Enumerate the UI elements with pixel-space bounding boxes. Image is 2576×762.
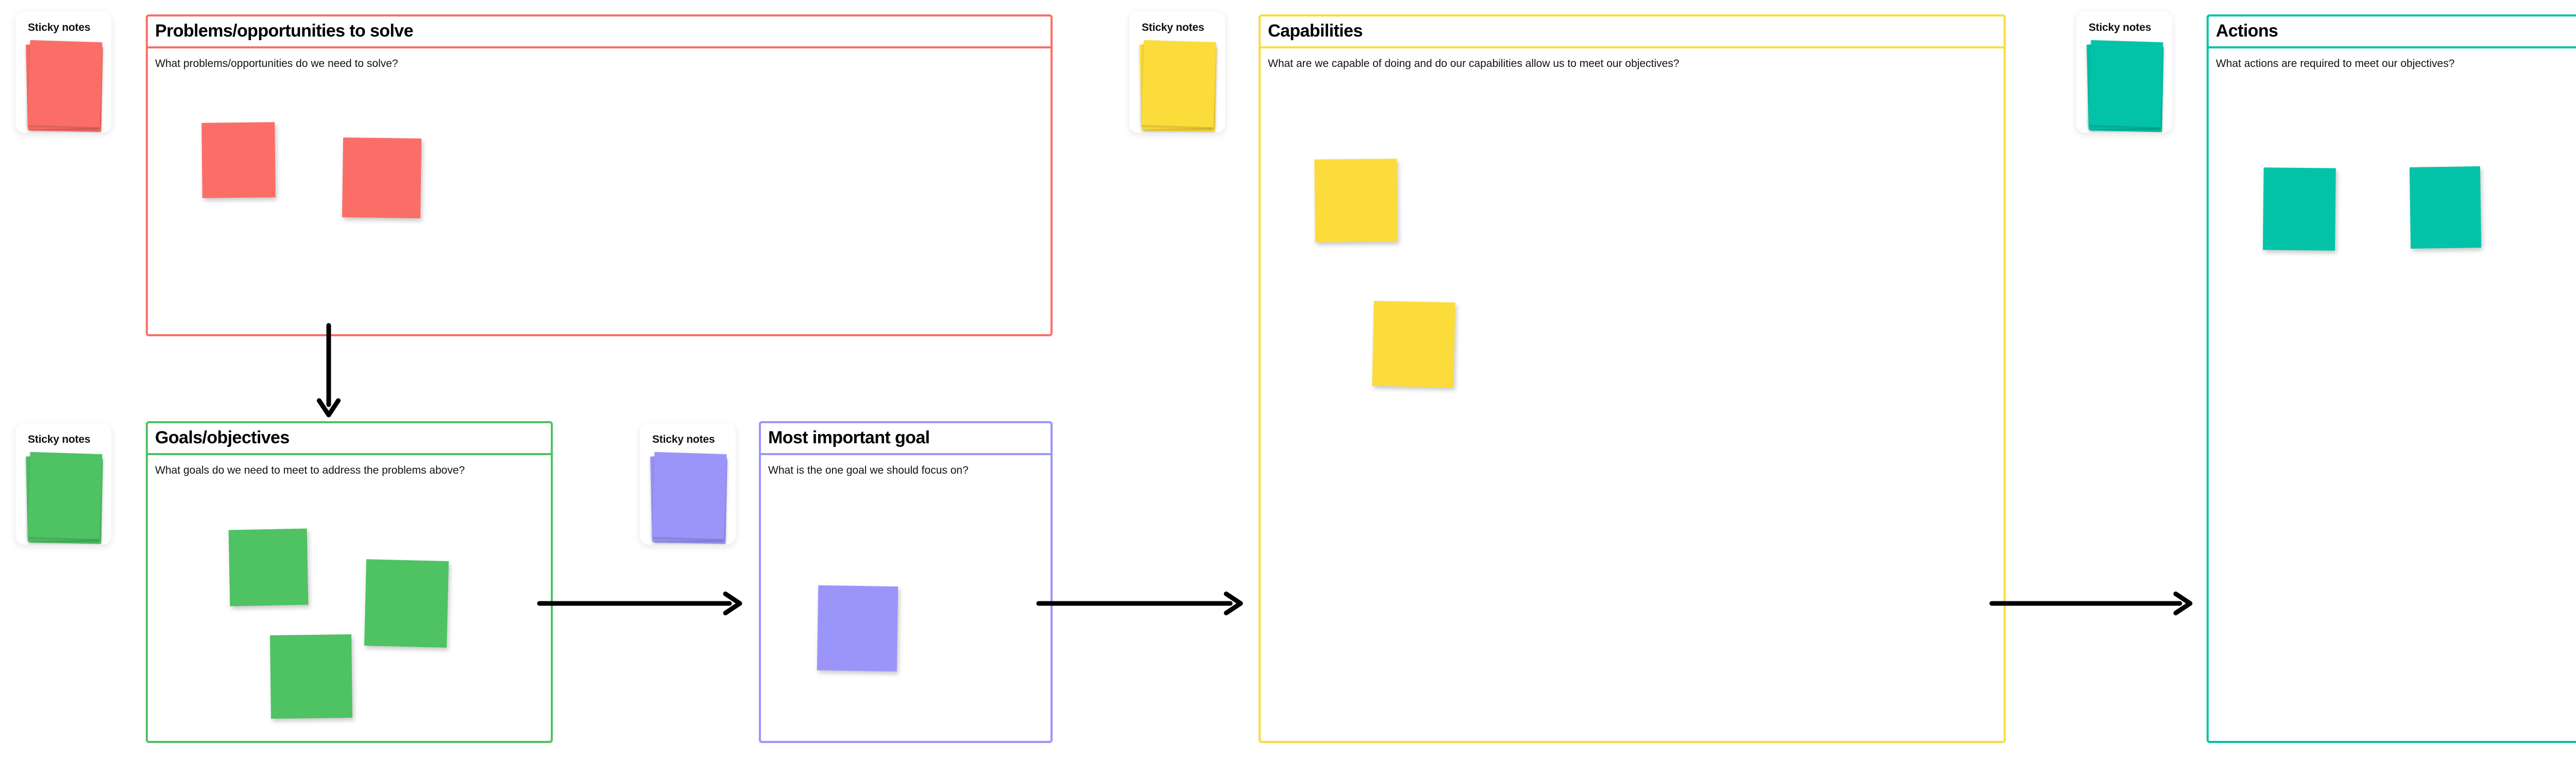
arrow-problems-to-goals[interactable] (316, 323, 341, 418)
arrow-most-important-goal-to-capabilities[interactable] (1036, 591, 1243, 616)
sticky-note-sheet (652, 452, 727, 540)
frame-title-bar: Goals/objectives (146, 421, 553, 455)
frame-body (148, 50, 1050, 334)
frame-description: What are we capable of doing and do our … (1268, 58, 1680, 70)
arrow-right-icon (1036, 591, 1243, 616)
sticky-palette-label: Sticky notes (28, 434, 91, 445)
frame-body (1261, 50, 2004, 741)
sticky-palette-label: Sticky notes (28, 22, 91, 33)
sticky-note-stack-icon (2086, 40, 2164, 132)
frame-body (148, 457, 551, 741)
sticky-note[interactable] (2409, 166, 2482, 249)
arrow-right-icon (537, 591, 742, 616)
sticky-note-sheet (27, 452, 103, 540)
sticky-note[interactable] (2263, 167, 2336, 251)
frame-description: What goals do we need to meet to address… (155, 464, 465, 476)
arrow-capabilities-to-actions[interactable] (1989, 591, 2193, 616)
arrow-right-icon (1989, 591, 2193, 616)
sticky-note[interactable] (364, 559, 449, 648)
sticky-palette-red[interactable]: Sticky notes (15, 11, 111, 133)
frame-title-bar: Actions (2207, 14, 2576, 48)
frame-title: Most important goal (768, 428, 930, 447)
sticky-note[interactable] (201, 122, 276, 198)
sticky-note-sheet (27, 40, 103, 128)
frame-title-bar: Most important goal (759, 421, 1053, 455)
frame-description: What is the one goal we should focus on? (768, 464, 969, 476)
frame-description: What actions are required to meet our ob… (2216, 58, 2455, 70)
sticky-palette-label: Sticky notes (652, 434, 715, 445)
sticky-note-stack-icon (1139, 40, 1217, 132)
sticky-palette-green[interactable]: Sticky notes (15, 423, 111, 545)
sticky-note[interactable] (1314, 159, 1398, 243)
sticky-note-sheet (1141, 40, 1216, 128)
sticky-palette-label: Sticky notes (2089, 22, 2151, 33)
arrow-down-icon (316, 323, 341, 418)
sticky-note-stack-icon (25, 40, 103, 132)
sticky-note[interactable] (342, 137, 422, 219)
sticky-note-stack-icon (649, 452, 727, 544)
sticky-note-stack-icon (25, 452, 103, 544)
sticky-note[interactable] (1372, 301, 1455, 388)
sticky-note[interactable] (817, 585, 899, 672)
frame-title: Actions (2216, 21, 2278, 41)
frame-title: Problems/opportunities to solve (155, 21, 414, 41)
frame-title: Goals/objectives (155, 428, 290, 447)
sticky-palette-purple[interactable]: Sticky notes (640, 423, 736, 545)
sticky-note[interactable] (228, 528, 309, 607)
sticky-palette-label: Sticky notes (1142, 22, 1205, 33)
frame-title: Capabilities (1268, 21, 1363, 41)
sticky-note-sheet (2088, 40, 2163, 128)
frame-title-bar: Capabilities (1259, 14, 2006, 48)
frame-description: What problems/opportunities do we need t… (155, 58, 398, 70)
frame-body (761, 457, 1050, 741)
frame-title-bar: Problems/opportunities to solve (146, 14, 1053, 48)
arrow-goals-to-most-important-goal[interactable] (537, 591, 742, 616)
sticky-palette-yellow[interactable]: Sticky notes (1129, 11, 1225, 133)
sticky-palette-teal[interactable]: Sticky notes (2076, 11, 2172, 133)
frame-body (2209, 50, 2576, 741)
sticky-note[interactable] (270, 634, 352, 719)
